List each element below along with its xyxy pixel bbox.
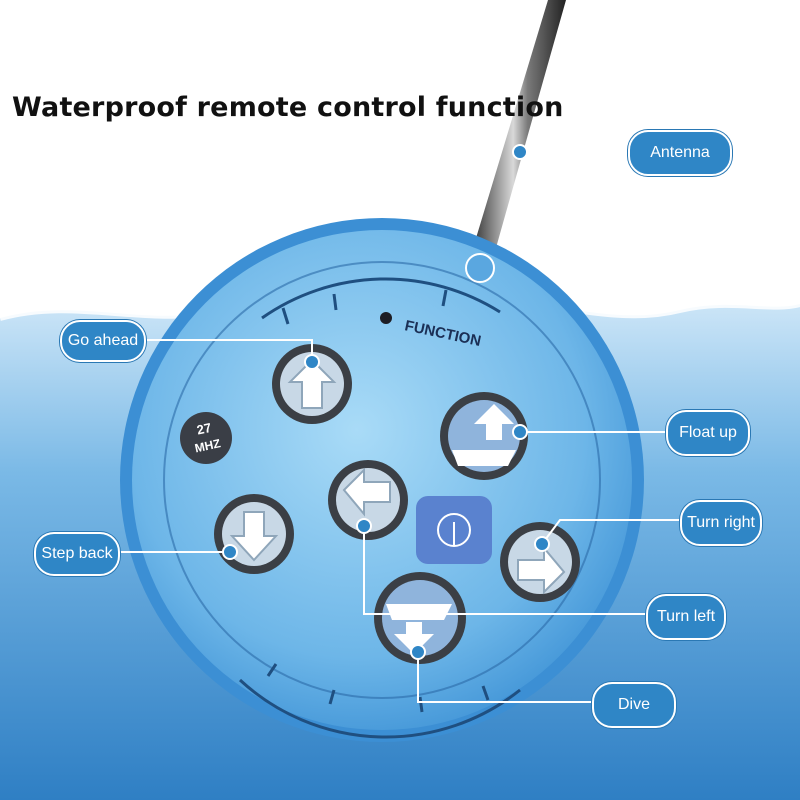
indicator-light xyxy=(380,312,392,324)
turn-left-callout: Turn left xyxy=(646,594,726,640)
step-back-callout: Step back xyxy=(34,532,120,576)
arrow-down-icon xyxy=(229,511,279,562)
turn-right-button[interactable] xyxy=(500,522,580,602)
turn-right-callout: Turn right xyxy=(680,500,762,546)
dive-icon xyxy=(394,622,434,654)
dive-callout: Dive xyxy=(592,682,676,728)
frequency-unit: MHZ xyxy=(193,436,221,455)
arrow-left-icon xyxy=(342,467,391,517)
mode-button[interactable] xyxy=(416,496,492,564)
go-ahead-button[interactable] xyxy=(272,344,352,424)
turn-left-button[interactable] xyxy=(328,460,408,540)
frequency-value: 27 xyxy=(195,420,212,438)
go-ahead-callout: Go ahead xyxy=(60,320,146,362)
antenna xyxy=(470,0,566,262)
leader-lines xyxy=(114,151,680,703)
step-back-button[interactable] xyxy=(214,494,294,574)
float-up-callout: Float up xyxy=(666,410,750,456)
float-up-icon xyxy=(474,404,514,440)
frequency-badge: 27 MHZ xyxy=(180,412,232,464)
antenna-callout: Antenna xyxy=(628,130,732,176)
float-up-button[interactable] xyxy=(440,392,528,480)
arrow-up-icon xyxy=(287,358,337,409)
page-title: Waterproof remote control function xyxy=(12,92,564,123)
leader-dots xyxy=(222,144,550,660)
dive-button[interactable] xyxy=(374,572,466,664)
